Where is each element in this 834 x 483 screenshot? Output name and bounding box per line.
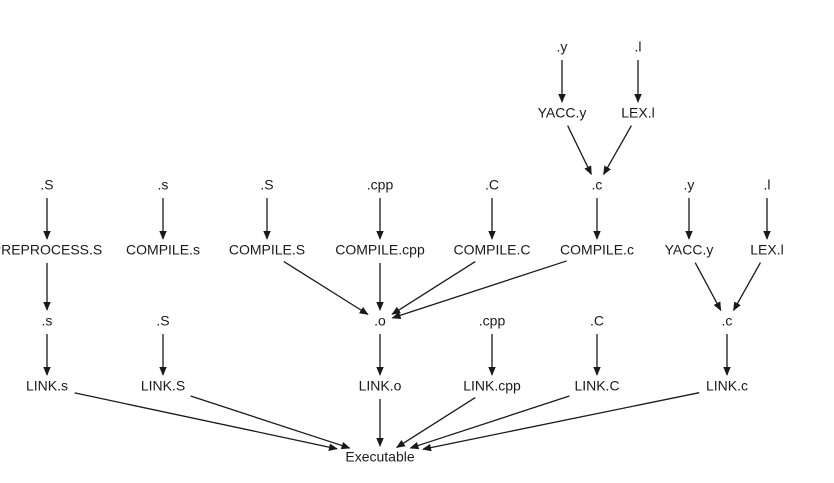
node-compile-c: COMPILE.c bbox=[560, 242, 634, 258]
edge-layer bbox=[43, 60, 771, 452]
node-c2: .C bbox=[590, 313, 604, 329]
node-yacc-top: YACC.y bbox=[538, 105, 587, 121]
edge-link-c-to-executable bbox=[409, 395, 570, 450]
node-y-top: .y bbox=[557, 39, 568, 55]
node-link-s: LINK.S bbox=[141, 378, 185, 394]
node-o: .o bbox=[374, 313, 386, 329]
node-s3: .S bbox=[156, 313, 169, 329]
node-cpp1: .cpp bbox=[367, 177, 394, 193]
node-lex-top: LEX.l bbox=[621, 105, 654, 121]
node-compile-s: COMPILE.S bbox=[229, 242, 305, 258]
node-link-c: LINK.C bbox=[574, 378, 619, 394]
node-link-o: LINK.o bbox=[359, 378, 402, 394]
node-s1: .s bbox=[158, 177, 169, 193]
node-cpp2: .cpp bbox=[479, 313, 506, 329]
node-link-cpp: LINK.cpp bbox=[463, 378, 521, 394]
edge-lex2-to-c2 bbox=[732, 262, 762, 312]
edge-link-cpp-to-executable bbox=[395, 397, 476, 448]
node-compile-cpp: COMPILE.cpp bbox=[335, 242, 425, 258]
edge-compile-s-to-o bbox=[283, 261, 369, 315]
node-link-c: LINK.c bbox=[706, 378, 748, 394]
edge-link-s-to-executable bbox=[190, 395, 351, 450]
edge-lex-top-to-c1 bbox=[603, 125, 632, 176]
node-l-top: .l bbox=[635, 39, 642, 55]
node-executable: Executable bbox=[345, 449, 414, 465]
node-yacc2: YACC.y bbox=[665, 242, 714, 258]
node-c1: .c bbox=[592, 177, 603, 193]
edge-link-c-to-executable bbox=[422, 392, 700, 452]
node-s1: .S bbox=[40, 177, 53, 193]
edge-link-s-to-executable bbox=[74, 392, 338, 451]
node-y2: .y bbox=[684, 177, 695, 193]
node-l2: .l bbox=[764, 177, 771, 193]
node-s2: .S bbox=[260, 177, 273, 193]
node-c2: .c bbox=[722, 313, 733, 329]
edge-yacc-top-to-c1 bbox=[567, 125, 592, 176]
node-compile-c: COMPILE.C bbox=[453, 242, 530, 258]
edge-compile-c-to-o bbox=[391, 260, 567, 319]
node-compile-s: COMPILE.s bbox=[126, 242, 200, 258]
node-lex2: LEX.l bbox=[750, 242, 783, 258]
node-c1: .C bbox=[485, 177, 499, 193]
edge-yacc2-to-c2 bbox=[694, 262, 722, 312]
edge-compile-c-to-o bbox=[391, 261, 476, 315]
node-preprocess-s: PREPROCESS.S bbox=[0, 242, 102, 258]
node-link-s: LINK.s bbox=[26, 378, 68, 394]
node-s2: .s bbox=[42, 313, 53, 329]
